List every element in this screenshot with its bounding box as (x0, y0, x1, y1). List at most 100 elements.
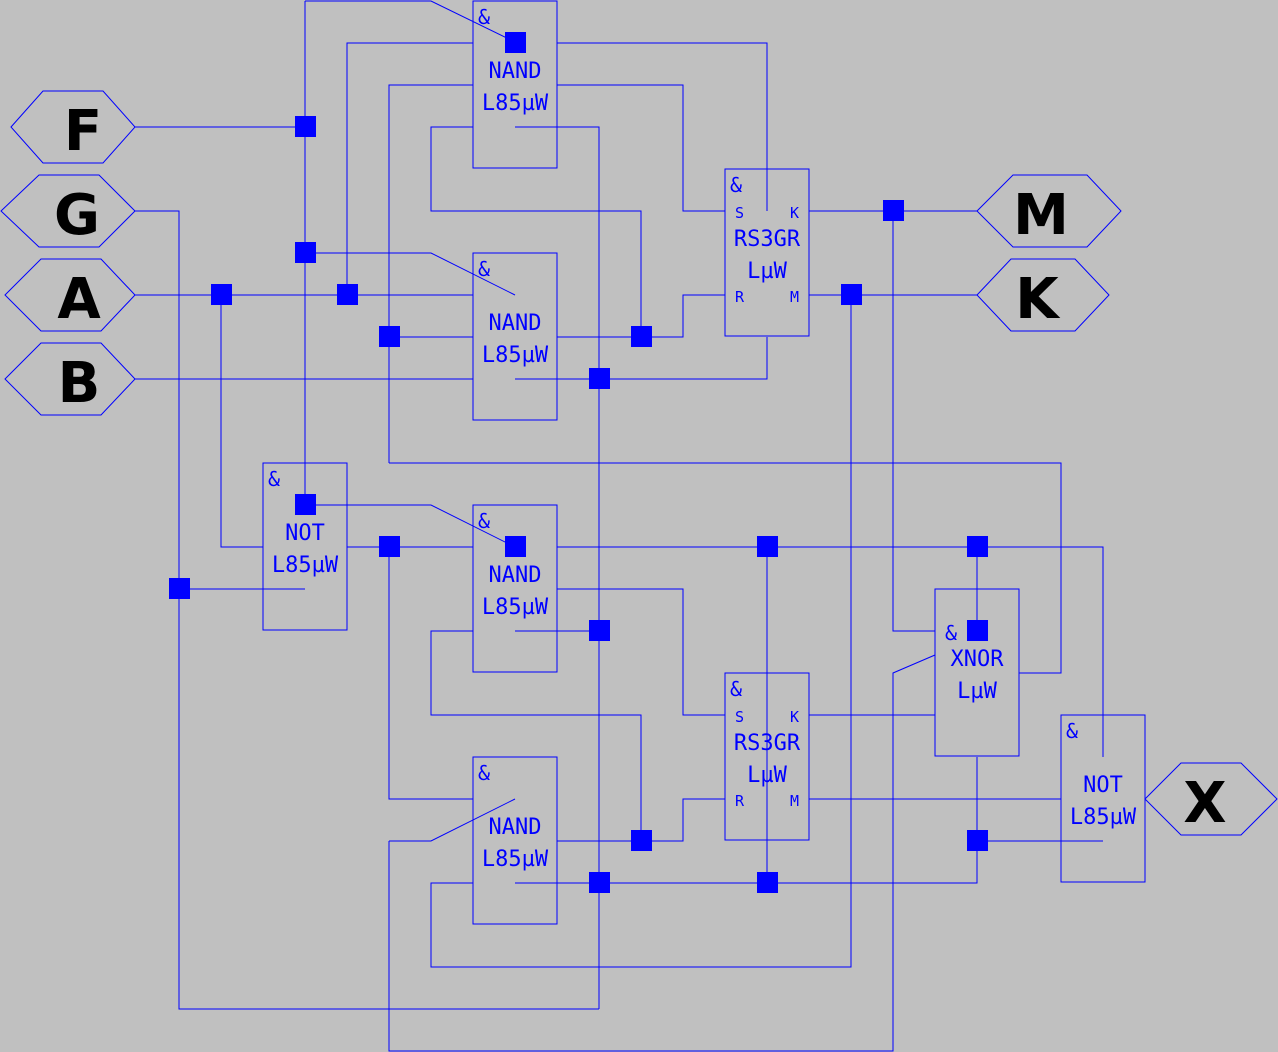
rs2-pin-m: M (790, 792, 799, 810)
junction-node (757, 536, 778, 557)
not2-power: L85µW (1070, 805, 1137, 830)
nand1-symbol: & (478, 5, 490, 29)
junction-node (967, 830, 988, 851)
junction-node (631, 326, 652, 347)
junction-node (589, 872, 610, 893)
rs1-pin-r: R (735, 288, 745, 306)
nand3-box[interactable] (472, 504, 558, 673)
wire-nand2-out (557, 294, 725, 338)
nand2-type: NAND (489, 311, 542, 336)
wire-nand4-out (557, 798, 725, 842)
nand3-type: NAND (489, 563, 542, 588)
not1-symbol: & (268, 467, 280, 491)
rs1-pin-s: S (735, 204, 744, 222)
junction-node (757, 872, 778, 893)
wire-top-305 (305, 0, 516, 43)
rs1-box[interactable] (724, 168, 810, 337)
rs2-power: LµW (747, 763, 787, 788)
port-g[interactable]: G (0, 174, 136, 248)
port-a-label: A (57, 267, 101, 332)
wire-nand1-out1 (557, 42, 768, 211)
nand4-symbol: & (478, 761, 490, 785)
wire-nand3-out2 (557, 588, 725, 716)
junction-node (631, 830, 652, 851)
xnor-symbol: & (945, 621, 957, 645)
not1-type: NOT (285, 521, 325, 546)
port-f-label: F (64, 99, 102, 164)
rs1-pin-m: M (790, 288, 799, 306)
wire-347 (346, 42, 473, 295)
junction-node (967, 620, 988, 641)
wire-851 (430, 295, 852, 968)
wire-nand4-in (389, 798, 516, 842)
port-k[interactable]: K (976, 258, 1110, 332)
wire-nand2-in (305, 252, 516, 296)
port-k-label: K (1015, 267, 1061, 332)
port-b-label: B (58, 351, 101, 416)
port-a[interactable]: A (4, 258, 136, 332)
rs2-pin-r: R (735, 792, 745, 810)
rs2-symbol: & (730, 677, 742, 701)
junction-node (169, 578, 190, 599)
rs1-pin-k: K (790, 204, 799, 222)
port-m-label: M (1013, 183, 1069, 248)
ports: F G A B M K X (0, 90, 1278, 836)
junction-node (337, 284, 358, 305)
wire-389-low (388, 547, 473, 800)
wire-nand3-out (557, 546, 1104, 757)
nand4-box[interactable] (472, 756, 558, 925)
junction-node (295, 116, 316, 137)
nand2-box[interactable] (472, 252, 558, 421)
nand4-power: L85µW (482, 847, 549, 872)
wire-389-bottom (388, 654, 936, 1052)
gate-boxes (262, 0, 1146, 925)
junction-nodes (169, 32, 988, 893)
junction-node (589, 620, 610, 641)
wire-nand4-out2 (515, 757, 978, 884)
wire-389-c (389, 462, 1062, 674)
rs2-pin-k: K (790, 708, 799, 726)
junction-node (505, 32, 526, 53)
not1-power: L85µW (272, 553, 339, 578)
nand4-type: NAND (489, 815, 542, 840)
wire-a-down (220, 295, 263, 548)
junction-node (295, 494, 316, 515)
nand3-power: L85µW (482, 595, 549, 620)
nand1-power: L85µW (482, 91, 549, 116)
not2-type: NOT (1083, 773, 1123, 798)
junction-node (505, 536, 526, 557)
port-b[interactable]: B (4, 342, 136, 416)
rs2-pin-s: S (735, 708, 744, 726)
junction-node (841, 284, 862, 305)
port-f[interactable]: F (10, 90, 136, 164)
rs2-type: RS3GR (734, 731, 801, 756)
nand2-symbol: & (478, 257, 490, 281)
junction-node (379, 536, 400, 557)
junction-node (211, 284, 232, 305)
not2-symbol: & (1066, 719, 1078, 743)
nand1-box[interactable] (472, 0, 558, 169)
xnor-box[interactable] (934, 588, 1020, 757)
junction-node (589, 368, 610, 389)
rs2-box[interactable] (724, 672, 810, 841)
rs1-symbol: & (730, 173, 742, 197)
junction-node (295, 242, 316, 263)
port-x-label: X (1183, 771, 1226, 836)
junction-node (883, 200, 904, 221)
nand3-symbol: & (478, 509, 490, 533)
wire-nand1-out2 (557, 84, 725, 212)
rs1-type: RS3GR (734, 227, 801, 252)
port-g-label: G (54, 183, 100, 248)
junction-node (379, 326, 400, 347)
port-x[interactable]: X (1144, 762, 1278, 836)
wires (135, 0, 1104, 1052)
xnor-power: LµW (957, 679, 997, 704)
wire-nand3-back (430, 630, 642, 841)
nand1-type: NAND (489, 59, 542, 84)
not1-box[interactable] (262, 462, 348, 631)
port-m[interactable]: M (976, 174, 1122, 248)
nand2-power: L85µW (482, 343, 549, 368)
wire-nand1-loop (430, 126, 642, 337)
junction-node (967, 536, 988, 557)
